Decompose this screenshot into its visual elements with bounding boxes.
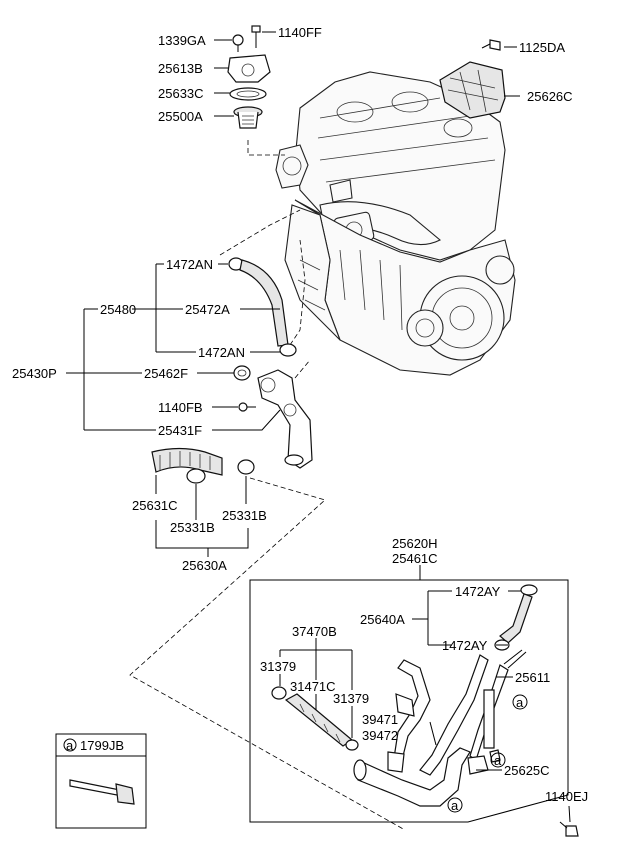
label-31471C: 31471C: [290, 679, 336, 694]
hose-assembly-25480: [228, 257, 313, 469]
hose-25640A: [494, 584, 538, 651]
label-1472AN-bottom: 1472AN: [198, 345, 245, 360]
callout-a-2-text: a: [494, 753, 502, 768]
pipe-kit-box: [249, 579, 569, 823]
callout-a-2: [490, 752, 506, 768]
legend-box: [55, 733, 147, 829]
label-31379-left: 31379: [260, 659, 296, 674]
label-37470B: 37470B: [292, 624, 337, 639]
label-25462F: 25462F: [144, 366, 188, 381]
label-25640A: 25640A: [360, 612, 405, 627]
thermostat-parts: [227, 25, 271, 129]
label-1472AY-top: 1472AY: [455, 584, 501, 599]
label-25461C: 25461C: [392, 551, 438, 566]
label-1472AN-top: 1472AN: [166, 257, 213, 272]
label-1140FB: 1140FB: [158, 400, 203, 415]
label-25431F: 25431F: [158, 423, 202, 438]
label-25331B-right: 25331B: [222, 508, 267, 523]
callout-markers: a a a a: [66, 694, 528, 813]
callout-a-1-text: a: [516, 695, 524, 710]
label-25630A: 25630A: [182, 558, 227, 573]
label-25480: 25480: [100, 302, 136, 317]
label-1472AY-bottom: 1472AY: [442, 638, 488, 653]
label-39471: 39471: [362, 712, 398, 727]
leader-lines: [66, 31, 571, 823]
label-25611: 25611: [515, 670, 550, 685]
label-25331B-left: 25331B: [170, 520, 215, 535]
heat-shield-parts: [439, 39, 506, 119]
label-1140EJ: 1140EJ: [545, 789, 588, 804]
callout-a-3-text: a: [451, 798, 459, 813]
label-25625C: 25625C: [504, 763, 550, 778]
engine-block: [275, 71, 516, 376]
label-25633C: 25633C: [158, 86, 204, 101]
callout-a-1: [512, 694, 528, 710]
label-1140FF: 1140FF: [278, 25, 322, 40]
label-25613B: 25613B: [158, 61, 203, 76]
label-25430P: 25430P: [12, 366, 57, 381]
label-25626C: 25626C: [527, 89, 573, 104]
part-labels: 1339GA 1140FF 1125DA 25613B 25633C 25626…: [12, 25, 588, 804]
label-1125DA: 1125DA: [519, 40, 565, 55]
callout-a-legend-text: a: [66, 738, 74, 753]
label-25631C: 25631C: [132, 498, 178, 513]
label-1799JB: 1799JB: [80, 738, 124, 753]
label-39472: 39472: [362, 728, 398, 743]
hose-31471C: [271, 686, 359, 751]
callout-a-3: [447, 797, 463, 813]
label-1339GA: 1339GA: [158, 33, 206, 48]
label-25620H: 25620H: [392, 536, 438, 551]
label-25500A: 25500A: [158, 109, 203, 124]
label-25472A: 25472A: [185, 302, 230, 317]
reference-lines: [129, 140, 406, 831]
bolt-1140EJ: [559, 821, 579, 837]
label-31379-right: 31379: [333, 691, 369, 706]
hose-assembly-25630A: [151, 447, 255, 484]
